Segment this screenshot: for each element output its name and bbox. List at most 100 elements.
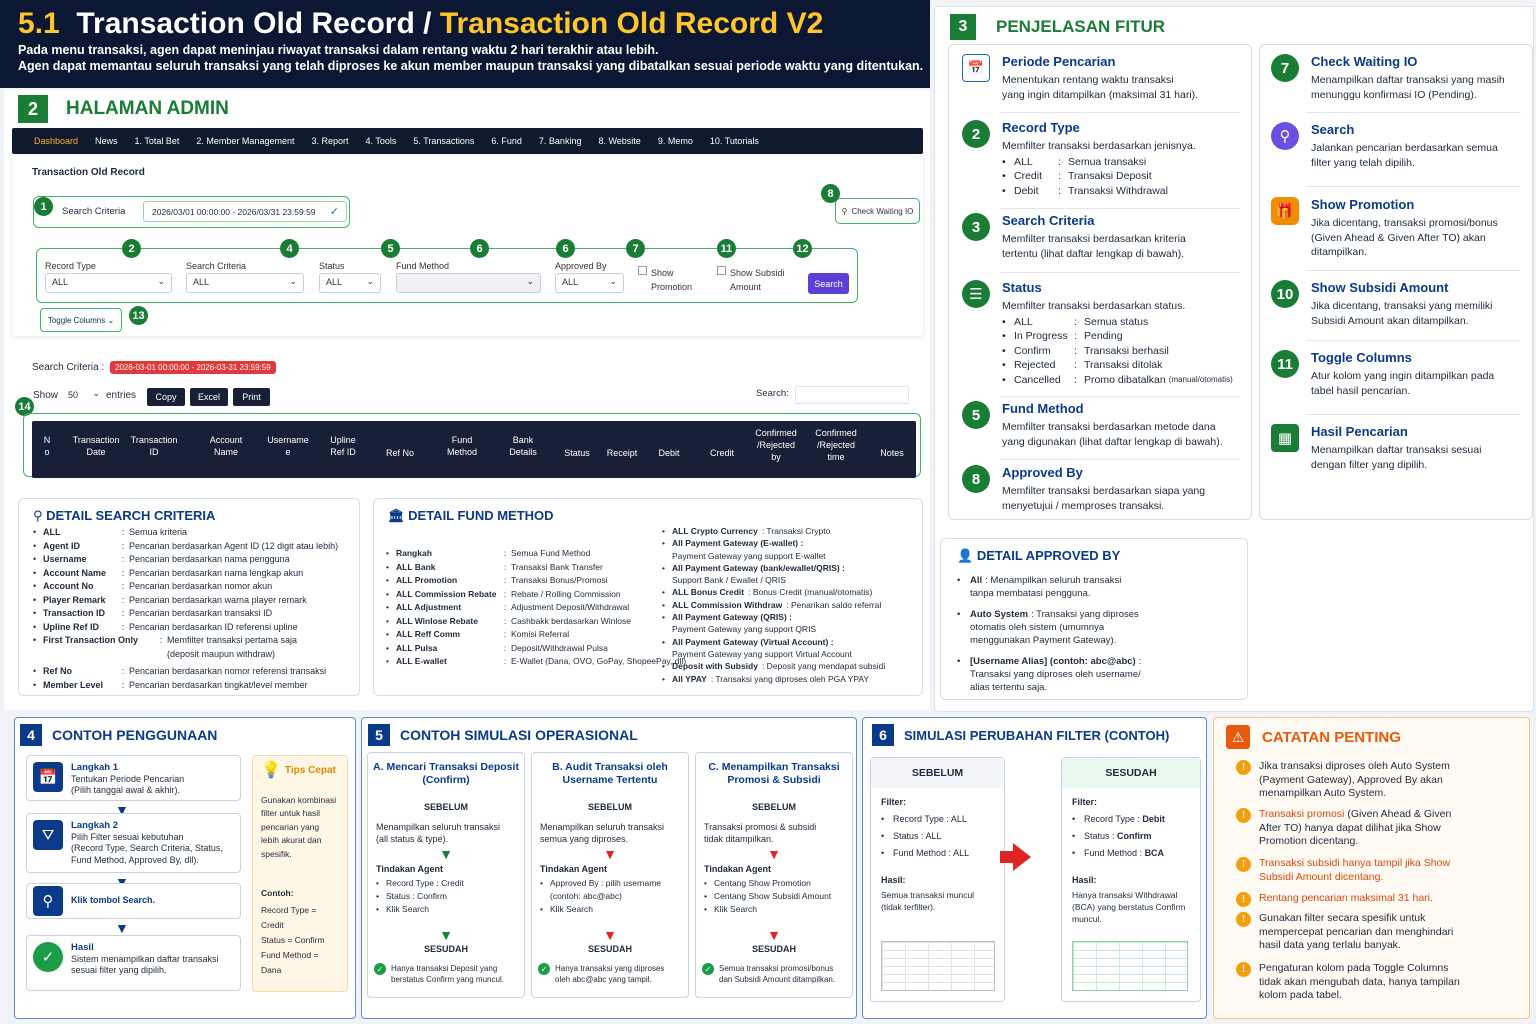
note-item: !Jika transaksi diproses oleh Auto Syste…	[1236, 760, 1521, 801]
item-value: Transaksi ditolak	[1084, 359, 1163, 371]
feature-desc: Memfilter transaksi berdasarkan siapa ya…	[1002, 485, 1206, 512]
gift-icon: 🎁	[1271, 197, 1299, 225]
fund-list-left: •Rangkah:Semua Fund Method•ALL Bank:Tran…	[386, 547, 686, 669]
column-header[interactable]: Credit	[709, 448, 734, 458]
item-key: ALL Promotion	[396, 575, 458, 585]
column-header[interactable]: Ref No	[385, 448, 414, 458]
column-header[interactable]: N o	[43, 435, 51, 457]
feature-title: Check Waiting IO	[1311, 54, 1418, 69]
column-header[interactable]: Account Name	[209, 435, 243, 457]
colon: :	[1074, 315, 1077, 328]
action-text: Status : Confirm	[386, 891, 447, 901]
column-header[interactable]: Confirmed /Rejected by	[755, 428, 797, 462]
colon: :	[1058, 184, 1061, 197]
column-header[interactable]: Notes	[880, 448, 904, 458]
record-type-label: Record Type	[45, 261, 96, 271]
bullet: •	[1002, 330, 1006, 342]
column-header[interactable]: Transaction Date	[72, 435, 120, 457]
column-header[interactable]: Debit	[658, 448, 680, 458]
column-header[interactable]: Upline Ref ID	[330, 435, 356, 457]
show-promotion-checkbox[interactable]	[638, 266, 647, 275]
bullet: •	[33, 594, 37, 605]
search-criteria-select[interactable]: ALL⌄	[186, 273, 304, 293]
list-item: •Debit:Transaksi Withdrawal	[1002, 184, 1196, 199]
toggle-columns-button[interactable]: Toggle Columns ⌄	[40, 308, 122, 332]
exclamation-icon: !	[1236, 892, 1251, 907]
item-value: Pencarian berdasarkan Agent ID (12 digit…	[129, 540, 339, 551]
list-item: •Agent ID:Pencarian berdasarkan Agent ID…	[33, 540, 338, 554]
record-type-select[interactable]: ALL⌄	[45, 273, 172, 293]
nav-item[interactable]: 9. Memo	[657, 136, 693, 146]
column-header[interactable]: Bank Details	[509, 435, 537, 457]
entries-select[interactable]: 50⌄	[68, 388, 100, 400]
filter-item: •Status : ALL	[881, 828, 1004, 845]
column-header[interactable]: Transaction ID	[130, 435, 178, 457]
approved-by-select[interactable]: ALL⌄	[555, 273, 624, 293]
bullet: •	[1072, 848, 1076, 858]
list-item: •ALL Promotion:Transaksi Bonus/Promosi	[386, 574, 686, 588]
detail-fund-card: 🏛 DETAIL FUND METHOD •Rangkah:Semua Fund…	[373, 498, 923, 696]
bullet: •	[662, 599, 665, 610]
nav-item[interactable]: 6. Fund	[491, 136, 522, 146]
print-button[interactable]: Print	[233, 388, 270, 406]
nav-item[interactable]: 5. Transactions	[413, 136, 475, 146]
admin-page-title: Transaction Old Record	[32, 167, 145, 178]
list-item: •ALL Commission Withdraw: Penarikan sald…	[662, 599, 918, 611]
divider	[1000, 459, 1240, 460]
list-icon: ☰	[962, 280, 990, 308]
column-header[interactable]: Confirmed /Rejected time	[815, 428, 857, 462]
date-range-input[interactable]: 2026/03/01 00:00:00 - 2026/03/31 23:59:5…	[143, 201, 347, 222]
table-search-input[interactable]	[795, 386, 909, 404]
nav-item[interactable]: 3. Report	[311, 136, 349, 146]
arrow-down-icon: ▼	[603, 846, 617, 862]
column-header[interactable]: Receipt	[606, 448, 638, 458]
nav-item[interactable]: Dashboard	[34, 136, 79, 146]
status-select[interactable]: ALL⌄	[319, 273, 381, 293]
admin-section-title: 2 HALAMAN ADMIN	[18, 95, 229, 123]
list-item: •Deposit with Subsidy: Deposit yang mend…	[662, 660, 918, 672]
nav-item[interactable]: 4. Tools	[365, 136, 397, 146]
column-header[interactable]: Username e	[267, 435, 309, 457]
action-text: Approved By : pilih username (contoh: ab…	[550, 878, 662, 901]
list-item: •Rejected:Transaksi ditolak	[1002, 358, 1233, 373]
item-value: Transaksi berhasil	[1084, 344, 1169, 357]
column-header[interactable]: Status	[564, 448, 590, 458]
copy-button[interactable]: Copy	[147, 388, 185, 406]
nav-item[interactable]: News	[95, 136, 118, 146]
show-subsidi-checkbox[interactable]	[717, 266, 726, 275]
list-item: •ALL Bank:Transaksi Bank Transfer	[386, 561, 686, 575]
before-title: SEBELUM	[871, 758, 1004, 788]
column-header[interactable]: Fund Method	[446, 435, 478, 457]
marker-5: 5	[381, 239, 400, 258]
after-label: SESUDAH	[751, 944, 796, 954]
item-key: Username	[43, 554, 87, 564]
nav-item[interactable]: 2. Member Management	[196, 136, 295, 146]
item-key: ALL Crypto Currency	[672, 526, 758, 536]
admin-navbar: Dashboard News 1. Total Bet 2. Member Manag…	[12, 128, 923, 154]
item-value: Cashbakk berdasarkan Winlose	[511, 615, 632, 626]
colon: :	[121, 581, 125, 591]
nav-item[interactable]: 8. Website	[598, 136, 641, 146]
nav-item[interactable]: 10. Tutorials	[709, 136, 759, 146]
after-text: ✓Hanya transaksi Deposit yang berstatus …	[374, 963, 524, 985]
approved-item: •All: Menampilkan seluruh transaksi tanp…	[957, 574, 1242, 600]
excel-button[interactable]: Excel	[190, 388, 228, 406]
bullet: •	[33, 621, 37, 632]
feature-desc: Memfilter transaksi berdasarkan status.	[1002, 300, 1186, 312]
example-label: Contoh:	[261, 888, 294, 898]
item-value: Pencarian berdasarkan ID referensi uplin…	[129, 621, 298, 632]
search-button[interactable]: Search	[808, 273, 849, 294]
header-line-1: Pada menu transaksi, agen dapat meninjau…	[18, 43, 659, 57]
item-value: Semua status	[1084, 315, 1149, 328]
after-desc: Hanya transaksi yang diproses oleh abc@a…	[555, 964, 665, 984]
nav-item[interactable]: 7. Banking	[538, 136, 582, 146]
list-item: •Transaction ID:Pencarian berdasarkan tr…	[33, 607, 338, 621]
fund-method-select[interactable]: ⌄	[396, 273, 541, 293]
after-text: ✓Hanya transaksi yang diproses oleh abc@…	[538, 963, 688, 985]
colon: :	[1109, 831, 1118, 841]
nav-item[interactable]: 1. Total Bet	[134, 136, 180, 146]
note-rest: Pengaturan kolom pada Toggle Columns tid…	[1259, 962, 1460, 1001]
search-panel	[12, 156, 923, 336]
check-waiting-io-button[interactable]: ⚲Check Waiting IO	[835, 198, 920, 224]
